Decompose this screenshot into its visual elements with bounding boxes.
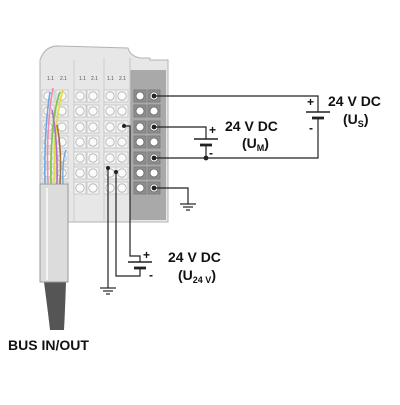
terminal-label: 1.1 (107, 76, 114, 82)
terminal-clamp (57, 122, 67, 132)
terminal-clamp (75, 168, 85, 178)
ground-icon (180, 203, 196, 211)
terminal-clamp (105, 153, 115, 163)
cable-cores (44, 87, 67, 185)
terminal-clamp (57, 168, 67, 178)
junction-dots (106, 93, 209, 191)
battery-um-icon (194, 138, 218, 147)
terminal-clamp (88, 153, 98, 163)
bus-cable (39, 87, 69, 330)
um-positive-wire (154, 126, 207, 139)
um-minus-sign: - (209, 146, 213, 160)
terminal-clamp (135, 153, 145, 163)
um-plus-sign: + (209, 123, 216, 137)
terminal-clamp (88, 183, 98, 193)
terminal-clamp (135, 91, 145, 101)
terminal-clamp (105, 183, 115, 193)
terminal-clamp (88, 91, 98, 101)
battery-us-icon (306, 111, 330, 120)
terminal-label: 1.1 (79, 76, 86, 82)
cable-jacket-lower (44, 282, 66, 330)
terminal-label: 2.1 (91, 76, 98, 82)
u24-negative-wire (115, 172, 141, 277)
wiring (107, 95, 319, 288)
terminal-clamp (105, 106, 115, 116)
u24-voltage-label: 24 V DC (168, 249, 221, 265)
us-name-label: (US) (343, 111, 368, 129)
terminal-clamp (75, 91, 85, 101)
terminal-clamp (88, 122, 98, 132)
terminal-clamp (75, 153, 85, 163)
ground-icon (100, 287, 116, 295)
terminal-clamp (117, 183, 127, 193)
terminal-clamp (88, 137, 98, 147)
terminal-clamp (149, 168, 159, 178)
u24-name-label: (U24 V) (178, 267, 216, 285)
terminal-clamp (88, 106, 98, 116)
bus-label: BUS IN/OUT (8, 337, 89, 353)
terminal-clamp (135, 137, 145, 147)
terminal-clamp (135, 183, 145, 193)
terminal-clamp (105, 168, 115, 178)
terminal-module: 1.1 2.1 1.1 2.1 1.1 2.1 (39, 45, 169, 223)
terminal-clamp (75, 106, 85, 116)
u24-minus-sign: - (149, 268, 153, 282)
terminal-clamp (88, 168, 98, 178)
terminal-clamp (117, 137, 127, 147)
battery-u24-icon (128, 261, 152, 270)
cable-sleeve (39, 183, 69, 283)
terminal-clamp (117, 153, 127, 163)
terminal-clamp (149, 137, 159, 147)
um-voltage-label: 24 V DC (225, 118, 278, 134)
us-minus-sign: - (309, 121, 313, 135)
terminal-clamp (75, 183, 85, 193)
terminal-clamp (135, 106, 145, 116)
terminal-clamp (149, 106, 159, 116)
us-negative-wire (154, 118, 319, 159)
um-name-label: (UM) (242, 135, 269, 153)
terminal-label: 2.1 (119, 76, 126, 82)
terminal-clamp (75, 122, 85, 132)
us-positive-wire (154, 95, 319, 112)
terminal-clamp (117, 91, 127, 101)
u24-plus-sign: + (143, 248, 150, 262)
terminal-clamp (117, 106, 127, 116)
terminal-label: 1.1 (47, 76, 54, 82)
terminal-clamp (117, 168, 127, 178)
terminal-label: 2.1 (60, 76, 67, 82)
terminal-clamp (75, 137, 85, 147)
terminal-clamp (105, 91, 115, 101)
terminal-clamp (135, 168, 145, 178)
terminal-clamp (105, 122, 115, 132)
terminal-clamp (105, 137, 115, 147)
ground-wire (154, 187, 189, 204)
terminal-clamp (135, 122, 145, 132)
us-voltage-label: 24 V DC (328, 93, 381, 109)
us-plus-sign: + (307, 95, 314, 109)
terminal-labels: 1.1 2.1 1.1 2.1 1.1 2.1 (47, 76, 126, 82)
u24-positive-wire (124, 125, 141, 262)
